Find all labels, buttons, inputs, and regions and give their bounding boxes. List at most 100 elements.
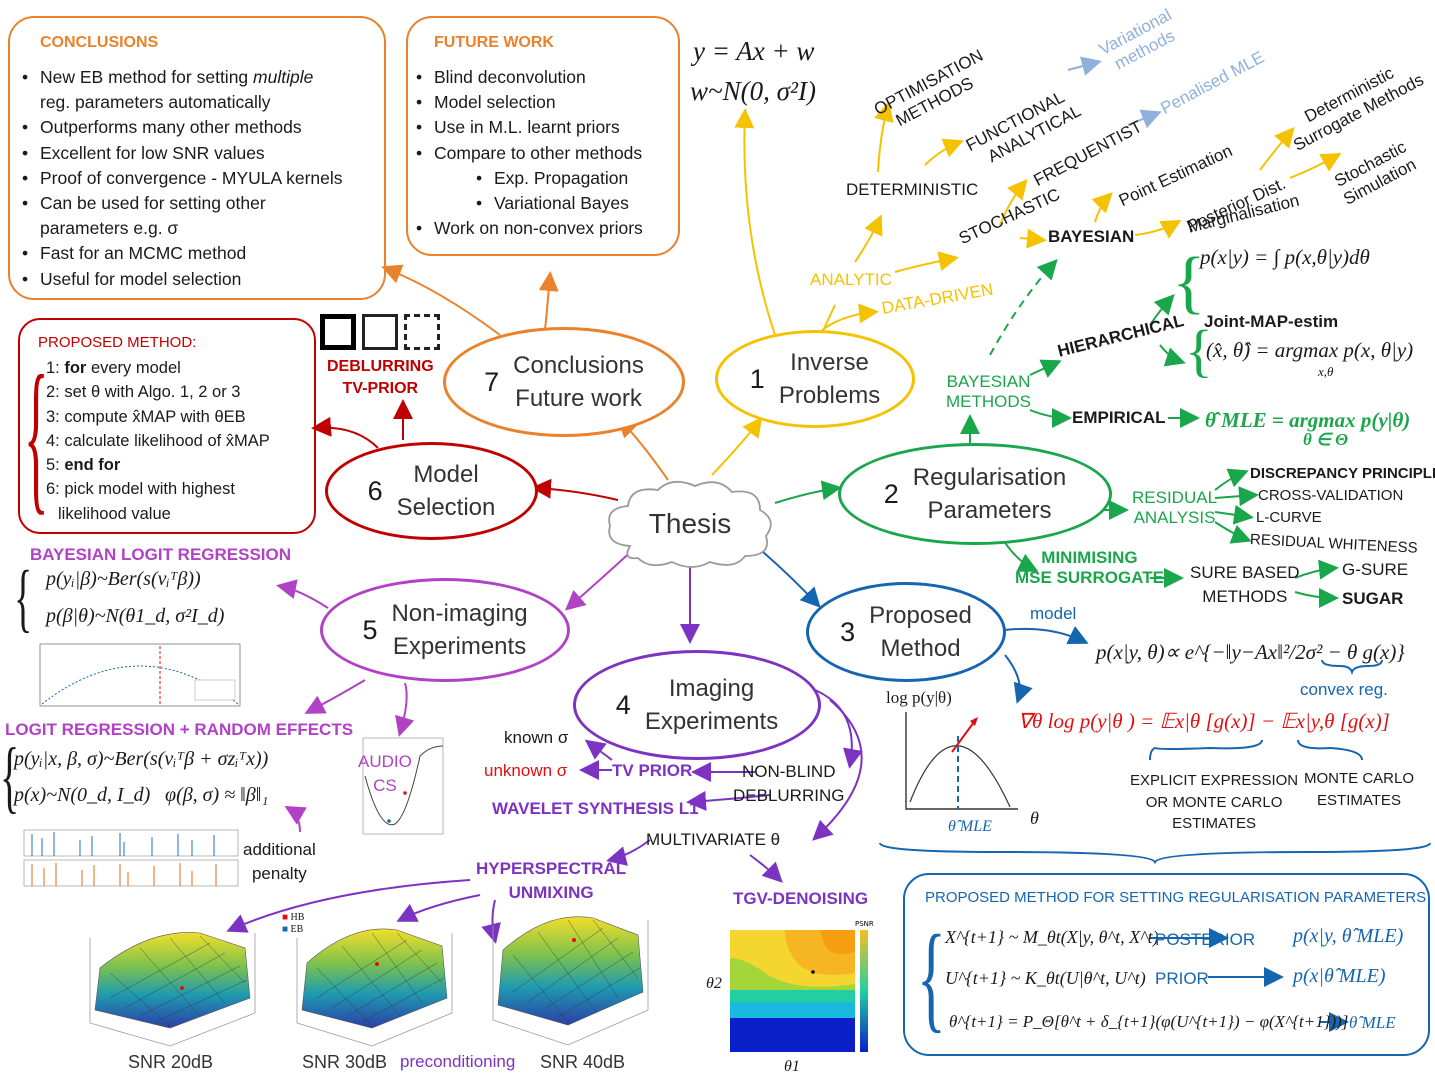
plot-mle: θ̂ MLE (948, 818, 992, 835)
conclusions-box: CONCLUSIONS New EB method for setting mu… (8, 16, 386, 300)
convex-reg-label: convex reg. (1300, 680, 1388, 699)
empirical-label: EMPIRICAL (1072, 408, 1166, 427)
proposed-method-box: PROPOSED METHOD FOR SETTING REGULARISATI… (903, 873, 1430, 1056)
res-item-cv: CROSS-VALIDATION (1258, 487, 1404, 504)
sugar-label: SUGAR (1342, 589, 1404, 608)
bayesian-logit-label: BAYESIAN LOGIT REGRESSION (30, 545, 292, 564)
model-equation-1: y = Ax + w (693, 36, 815, 66)
random-brace: { (0, 733, 20, 821)
algo-line-3: θ^{t+1} = P_Θ[θ^t + δ_{t+1}(φ(U^{t+1}) −… (949, 1012, 1349, 1031)
list-item: Exp. Propagation (476, 166, 643, 191)
hier-brace: { (1172, 244, 1206, 321)
audio-cs-plot (362, 737, 444, 835)
plot-xlabel: θ (1030, 808, 1039, 828)
list-item: parameters e.g. σ (40, 218, 179, 239)
tgv-xlabel: θ1 (784, 1058, 800, 1075)
list-item: 1: for every model (46, 359, 181, 377)
bayesian-label: BAYESIAN (1048, 227, 1135, 246)
legend-eb: ■ EB (282, 924, 304, 935)
snr30-label: SNR 30dB (302, 1052, 388, 1072)
list-item: Excellent for low SNR values (22, 141, 343, 166)
unknown-sigma-label: unknown σ (484, 761, 568, 780)
model-sel-title: PROPOSED METHOD: (38, 334, 197, 351)
joint-map-eq: (x̂, θ̂) = argmax p(x, θ|y) (1206, 338, 1414, 362)
conclusions-title: CONCLUSIONS (40, 34, 159, 51)
list-item: Work on non-convex priors (416, 216, 643, 241)
empirical-eq: θ̂ MLE = argmax p(y|θ) (1205, 408, 1411, 432)
known-sigma-label: known σ (504, 728, 569, 747)
list-item: Outperforms many other methods (22, 115, 343, 140)
algo-result-1: p(x|y, θ̂ MLE) (1293, 925, 1404, 947)
list-item: 5: end for (46, 456, 121, 475)
random-eq-3: φ(β, σ) ≈ ‖β‖₁ (165, 784, 269, 806)
thesis-cloud[interactable] (600, 476, 780, 572)
algo-tag-posterior: POSTERIOR (1155, 930, 1256, 949)
tv-prior-label: TV PRIOR (612, 761, 693, 780)
surface-plot-snr30 (296, 928, 453, 1047)
list-item: 6: pick model with highest (46, 480, 235, 499)
joint-brace: { (1185, 318, 1213, 383)
likelihood-plot (905, 712, 1018, 810)
analytic-label: ANALYTIC (810, 270, 892, 289)
square-icon (362, 314, 398, 350)
gsure-label: G-SURE (1342, 560, 1409, 579)
gradient-eq: ∇θ log p(y|θ ) = 𝔼x|θ [g(x)] − 𝔼x|y,θ [g… (1018, 709, 1390, 733)
snr20-label: SNR 20dB (128, 1052, 214, 1072)
square-icon (320, 314, 356, 350)
legend-hb: ■ HB (282, 912, 305, 923)
list-item: Model selection (416, 90, 643, 115)
empirical-eq-sub: θ ∈ Θ (1303, 430, 1349, 449)
list-item: likelihood value (58, 504, 171, 523)
algo-result-2: p(x|θ̂ MLE) (1293, 965, 1386, 987)
tgv-label: TGV-DENOISING (733, 889, 869, 908)
marginalisation-eq: p(x|y) = ∫ p(x,θ|y)dθ (1200, 245, 1370, 269)
model-sel-brace: { (24, 341, 49, 529)
plot-ylabel: log p(y|θ) (886, 688, 952, 707)
model-label: model (1030, 604, 1077, 623)
random-effects-plot (23, 829, 239, 887)
model-selection-box: PROPOSED METHOD: { 1: for every model 2:… (18, 318, 316, 534)
list-item: Can be used for setting other (22, 191, 343, 216)
surface-plot-snr40 (492, 916, 649, 1046)
tgv-ylabel: θ2 (706, 975, 722, 992)
algo-line-2: U^{t+1} ~ K_θt(U|θ^t, U^t) (945, 968, 1146, 988)
list-item: New EB method for setting multiple (22, 65, 343, 90)
preconditioning-label: preconditioning (400, 1052, 516, 1071)
list-item: Useful for model selection (22, 267, 343, 292)
future-title: FUTURE WORK (434, 34, 554, 51)
conclusions-list: New EB method for setting multiple reg. … (22, 65, 343, 292)
list-item: reg. parameters automatically (40, 92, 271, 113)
logit-eq-1: p(yᵢ|β)~Ber(s(vᵢᵀβ)) (46, 568, 201, 590)
logit-brace: { (14, 556, 33, 640)
joint-map-label: Joint-MAP-estim (1204, 312, 1339, 331)
surface-plot-snr20 (89, 932, 256, 1047)
proposed-box-title: PROPOSED METHOD FOR SETTING REGULARISATI… (925, 889, 1427, 906)
algo-tag-prior: PRIOR (1155, 969, 1209, 988)
model-equation-2: w~N(0, σ²I) (690, 76, 817, 106)
random-effects-label: LOGIT REGRESSION + RANDOM EFFECTS (5, 720, 354, 739)
psnr-label: PSNR (855, 920, 874, 928)
list-item: Compare to other methods (416, 141, 643, 166)
algo-line-1: X^{t+1} ~ M_θt(X|y, θ^t, X^t) (945, 927, 1159, 947)
res-item-lcurve: L-CURVE (1256, 509, 1322, 526)
list-item: Variational Bayes (476, 191, 643, 216)
future-work-box: FUTURE WORK Blind deconvolution Model se… (406, 16, 680, 256)
snr40-label: SNR 40dB (540, 1052, 626, 1072)
algo-result-3: θ̂ MLE (1349, 1013, 1396, 1032)
